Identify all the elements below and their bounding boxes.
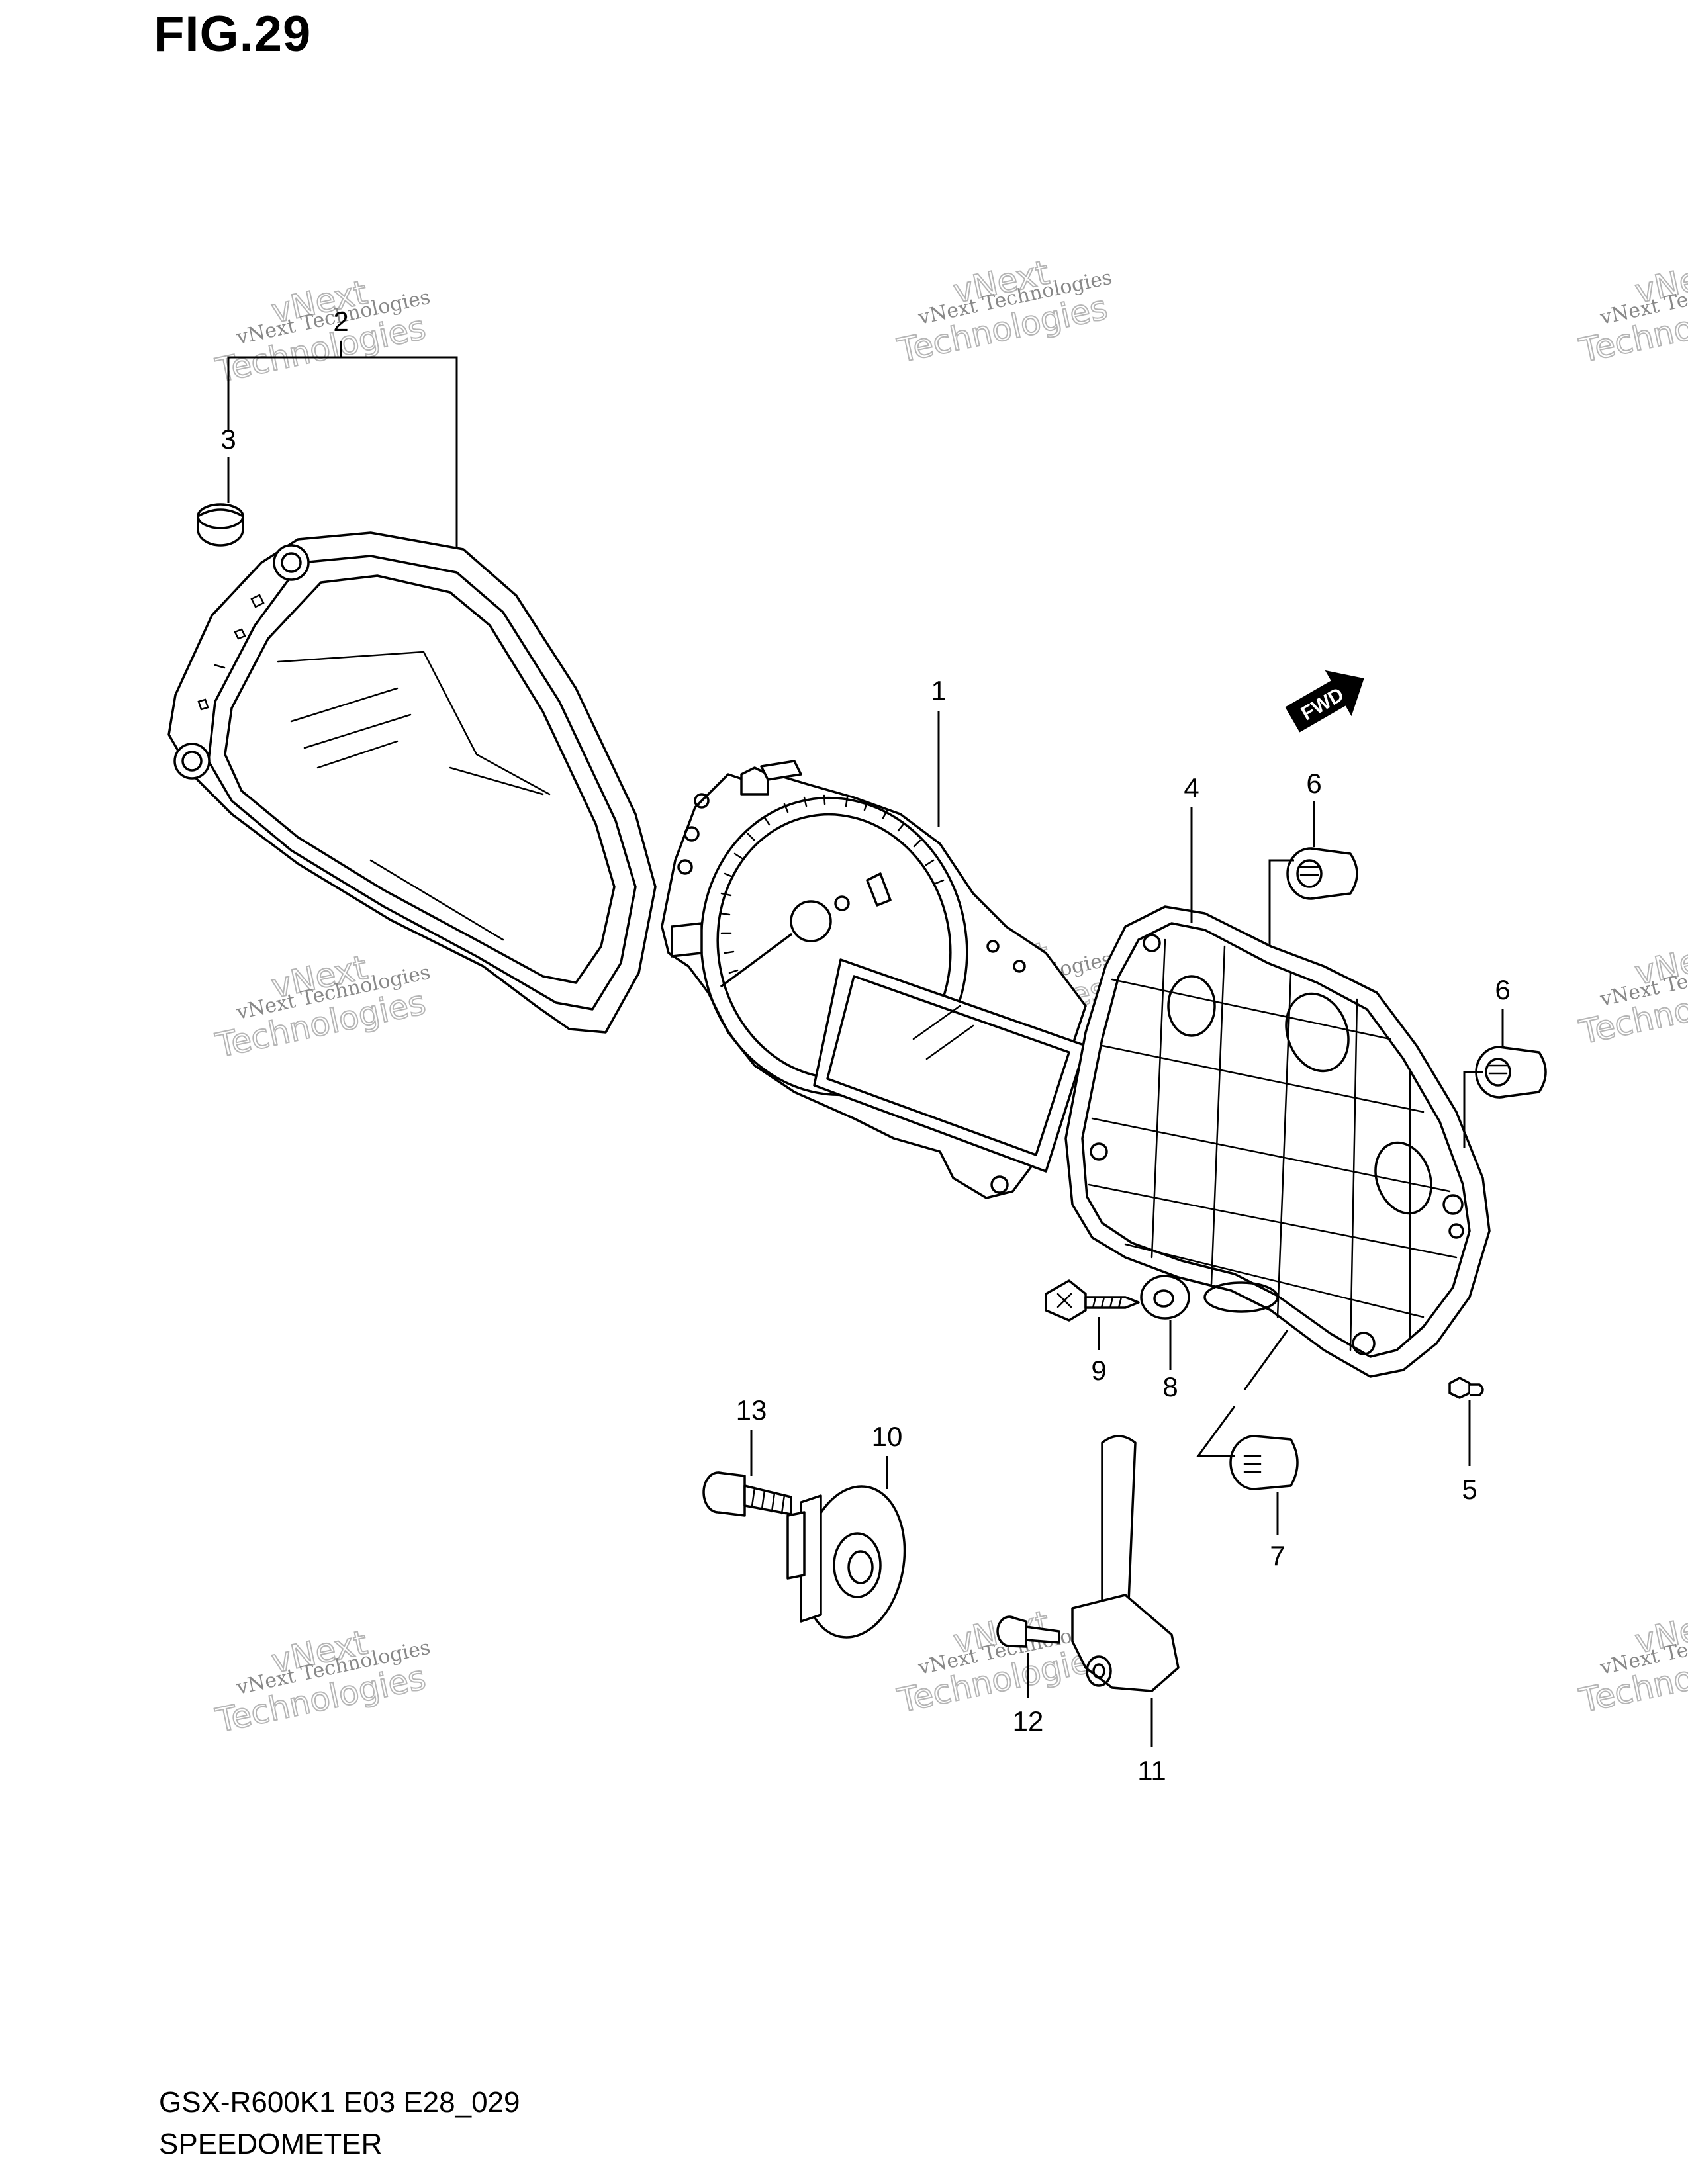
grommet-right-part xyxy=(1475,1046,1547,1099)
watermark-1: vNext vNext Technologies Technologies xyxy=(212,273,432,391)
mount-disc-part xyxy=(786,1485,906,1639)
washer-part xyxy=(1140,1275,1190,1320)
callout-10: 10 xyxy=(872,1421,903,1452)
watermark-4: vNext vNext Technologies Technologies xyxy=(212,948,432,1066)
model-code: GSX-R600K1 E03 E28_029 xyxy=(159,2086,520,2118)
callout-11: 11 xyxy=(1137,1755,1166,1786)
callout-9: 9 xyxy=(1091,1355,1106,1386)
bolt-part xyxy=(702,1471,792,1517)
front-case-part xyxy=(167,531,657,1034)
section-name: SPEEDOMETER xyxy=(159,2128,383,2160)
watermark-6: vNext vNext Technologies Technologies xyxy=(1575,934,1688,1053)
small-bolt-part xyxy=(996,1615,1060,1648)
screw-part xyxy=(1045,1279,1140,1322)
sensor-part xyxy=(1071,1435,1180,1692)
callout-3: 3 xyxy=(220,424,236,455)
watermark-9: vNext vNext Technologies Technologies xyxy=(1575,1603,1688,1721)
figure-title: FIG.29 xyxy=(154,6,312,62)
callout-8: 8 xyxy=(1162,1371,1178,1402)
cap-part xyxy=(197,503,244,547)
callout-13: 13 xyxy=(736,1394,767,1426)
watermark-2: vNext vNext Technologies Technologies xyxy=(894,253,1114,371)
watermark-3: vNext vNext Technologies Technologies xyxy=(1575,253,1688,371)
callout-5: 5 xyxy=(1462,1474,1477,1505)
callout-2: 2 xyxy=(333,306,348,337)
callout-12: 12 xyxy=(1013,1706,1044,1737)
callout-6a: 6 xyxy=(1306,768,1321,799)
grommet-lower-part xyxy=(1229,1435,1299,1490)
lower-case-part xyxy=(1064,905,1491,1378)
callout-6b: 6 xyxy=(1495,974,1510,1005)
grommet-upper-part xyxy=(1286,847,1358,900)
callout-1: 1 xyxy=(931,675,946,706)
callout-4: 4 xyxy=(1184,772,1199,803)
meter-assembly-part xyxy=(661,760,1087,1199)
callout-7: 7 xyxy=(1270,1540,1285,1571)
small-screw-part xyxy=(1448,1377,1484,1399)
watermark-7: vNext vNext Technologies Technologies xyxy=(212,1623,432,1741)
leader-lines xyxy=(227,341,1504,1747)
fwd-arrow-icon: FWD xyxy=(1285,670,1364,733)
